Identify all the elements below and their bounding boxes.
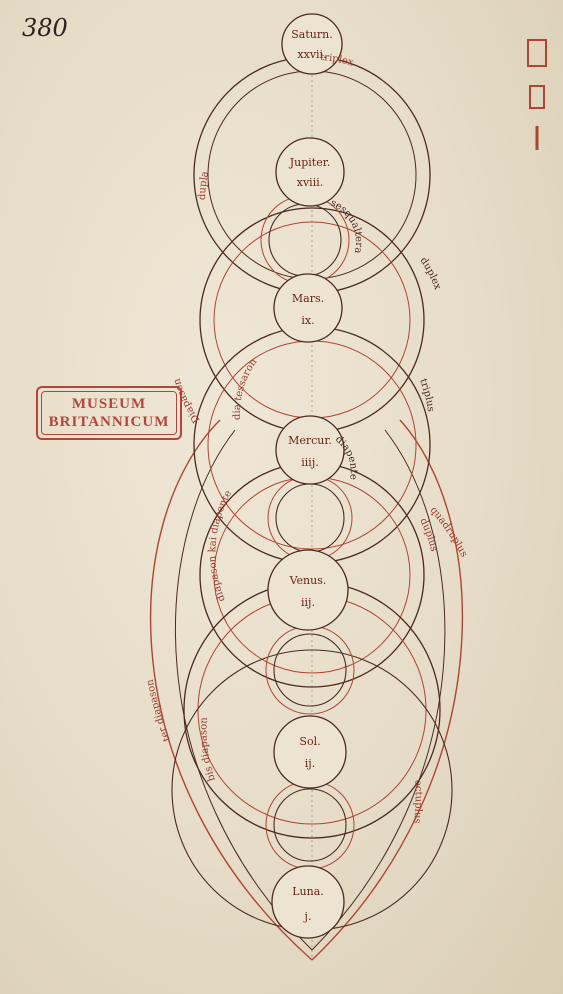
arc-label-triplus: triplus bbox=[417, 377, 436, 412]
arc-label-octuplus: octuplus bbox=[411, 779, 424, 824]
planet-venus-name: Venus. bbox=[289, 574, 327, 587]
ring-small-2 bbox=[275, 483, 345, 553]
stamp-line-1: MUSEUM bbox=[71, 396, 147, 412]
outer-spindle-right bbox=[311, 419, 464, 961]
planet-mars: Mars. ix. bbox=[273, 273, 343, 343]
planet-jupiter-name: Jupiter. bbox=[289, 156, 331, 169]
planet-mars-name: Mars. bbox=[292, 292, 324, 305]
inner-spindle-right bbox=[311, 429, 446, 951]
red-initial-2 bbox=[529, 85, 545, 109]
planet-luna: Luna. j. bbox=[271, 865, 345, 939]
red-initial-1 bbox=[527, 39, 547, 67]
museum-stamp: MUSEUM BRITANNICUM bbox=[36, 386, 182, 440]
inner-spindle-left bbox=[174, 429, 313, 951]
planet-saturn-name: Saturn. bbox=[291, 28, 332, 41]
planet-sol-number: ij. bbox=[305, 757, 315, 770]
planet-venus-number: iij. bbox=[301, 596, 315, 609]
planet-saturn: Saturn. xxvii. bbox=[281, 13, 343, 75]
planet-luna-number: j. bbox=[303, 910, 312, 923]
planet-venus: Venus. iij. bbox=[267, 549, 349, 631]
ring-small-3 bbox=[273, 633, 347, 707]
stamp-inner-border bbox=[41, 391, 177, 435]
arc-label-bis-diapason: bis diapason bbox=[198, 716, 217, 782]
ring-small-2-red bbox=[267, 475, 353, 561]
planet-sol-name: Sol. bbox=[299, 735, 320, 748]
outer-spindle-left bbox=[149, 419, 313, 961]
ring-small-1 bbox=[268, 203, 342, 277]
ring-small-4 bbox=[273, 788, 347, 862]
planet-jupiter-number: xviii. bbox=[297, 176, 323, 189]
arc-label-ter-diapason: ter diapason bbox=[145, 678, 173, 743]
planet-mercury-number: iiij. bbox=[301, 456, 318, 469]
stamp-line-2: BRITANNICUM bbox=[48, 414, 170, 430]
arc-label-duplex: duplex bbox=[418, 256, 444, 292]
planet-mercury: Mercur. iiij. bbox=[275, 415, 345, 485]
folio-number: 380 bbox=[22, 14, 68, 42]
arc-label-dupla: dupla bbox=[197, 170, 211, 200]
planet-saturn-number: xxvii. bbox=[297, 48, 326, 61]
planet-mercury-name: Mercur. bbox=[288, 434, 332, 447]
ring-small-3-red bbox=[265, 625, 355, 715]
planet-luna-name: Luna. bbox=[292, 885, 324, 898]
ring-small-4-red bbox=[265, 780, 355, 870]
planet-jupiter: Jupiter. xviii. bbox=[275, 137, 345, 207]
planet-mars-number: ix. bbox=[301, 314, 314, 327]
arc-label-diapason: Diapason bbox=[171, 376, 202, 424]
planet-sol: Sol. ij. bbox=[273, 715, 347, 789]
